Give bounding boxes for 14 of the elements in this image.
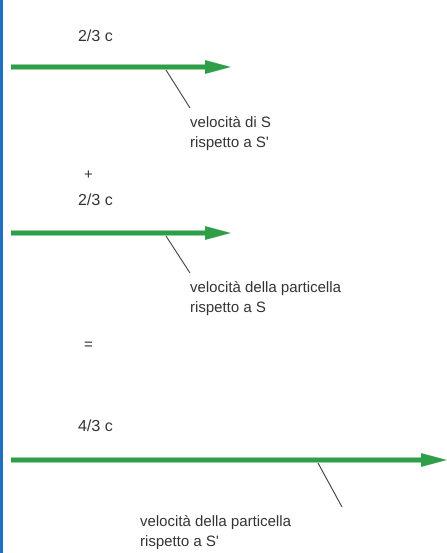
operator-sign: + bbox=[84, 166, 93, 184]
leader-line bbox=[166, 236, 190, 274]
leader-line bbox=[166, 70, 190, 108]
fraction-label: 2/3 c bbox=[78, 192, 113, 210]
fraction-label: 2/3 c bbox=[78, 28, 113, 46]
velocity-vector-arrow bbox=[11, 226, 231, 240]
fraction-label: 4/3 c bbox=[78, 418, 113, 436]
leader-caption: velocità della particella rispetto a S bbox=[190, 278, 380, 318]
velocity-vector-arrow bbox=[11, 60, 231, 74]
leader-caption: velocità della particella rispetto a S' bbox=[140, 512, 330, 552]
leader-line bbox=[318, 462, 342, 508]
operator-sign: = bbox=[84, 336, 93, 354]
velocity-vector-arrow bbox=[11, 453, 447, 467]
leader-caption: velocità di S rispetto a S' bbox=[190, 113, 315, 153]
